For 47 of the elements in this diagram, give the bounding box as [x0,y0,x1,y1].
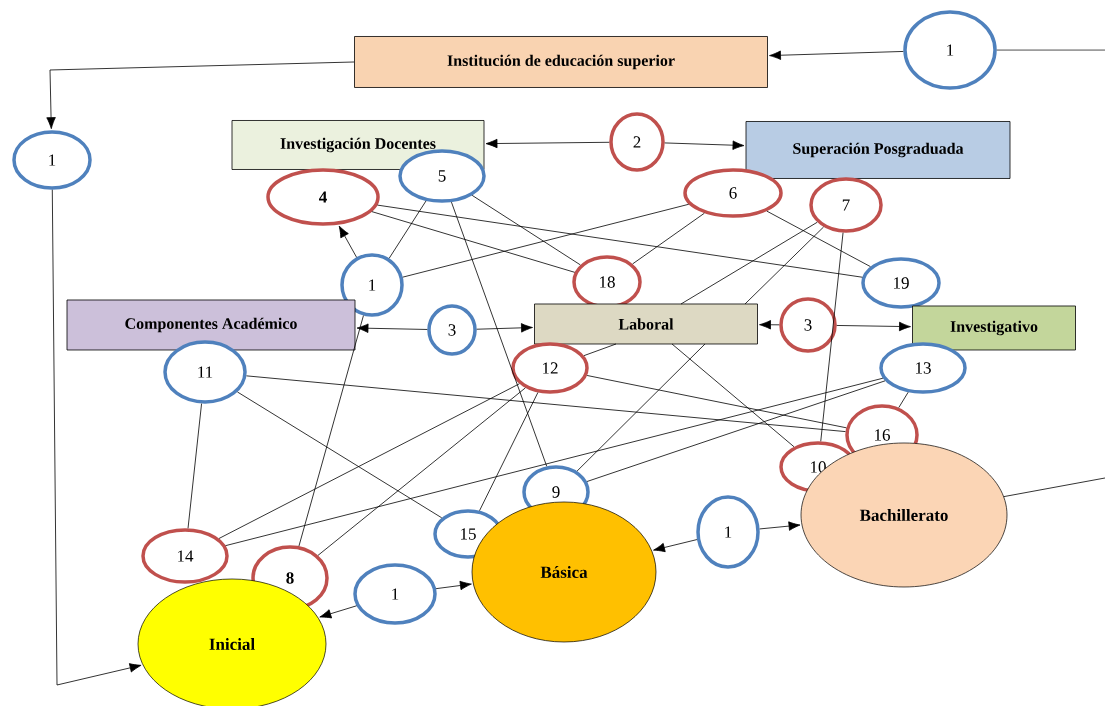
connector-line [246,375,846,432]
arrow [338,225,357,258]
connector-line [820,232,844,442]
connector-line [402,203,690,278]
arrow [664,140,745,150]
process-box: Investigación Docentes [231,120,485,170]
arrow [759,320,780,330]
connector-line [225,377,884,547]
connector-line [1003,477,1105,497]
process-box: Superación Posgraduada [745,121,1011,179]
connector-line [237,391,443,519]
connector-line [388,200,427,259]
connector-line [632,212,705,265]
arrow [51,189,142,686]
process-box: Institución de educación superior [354,36,768,88]
connector-line [218,383,520,539]
arrow [653,539,698,553]
arrow [836,321,911,332]
process-box: Investigativo [912,305,1076,351]
connector-line [479,392,539,512]
connector-line [377,204,863,278]
connector-line [586,380,886,482]
arrow [485,138,610,149]
connector-line [371,211,575,273]
connector-line [583,343,617,357]
connector-line [766,210,871,267]
connector-line [671,343,795,448]
connector-line [586,375,847,429]
arrow [476,323,533,333]
connector-line [298,315,364,547]
connector-line [471,194,581,266]
connector-line [187,403,202,529]
connector-line [317,387,526,556]
arrow [356,323,428,333]
connector-line [744,226,824,305]
connector-line [451,201,548,467]
arrow [46,61,355,130]
connector-line [996,49,1105,51]
process-box: Componentes Académico [66,299,356,351]
connector-line [898,391,909,408]
arrow [769,50,904,60]
connector-line [680,221,818,305]
arrow [319,605,357,619]
arrow [759,521,801,531]
arrow [435,580,472,591]
connector-line [576,343,706,472]
process-box: Laboral [534,303,758,345]
